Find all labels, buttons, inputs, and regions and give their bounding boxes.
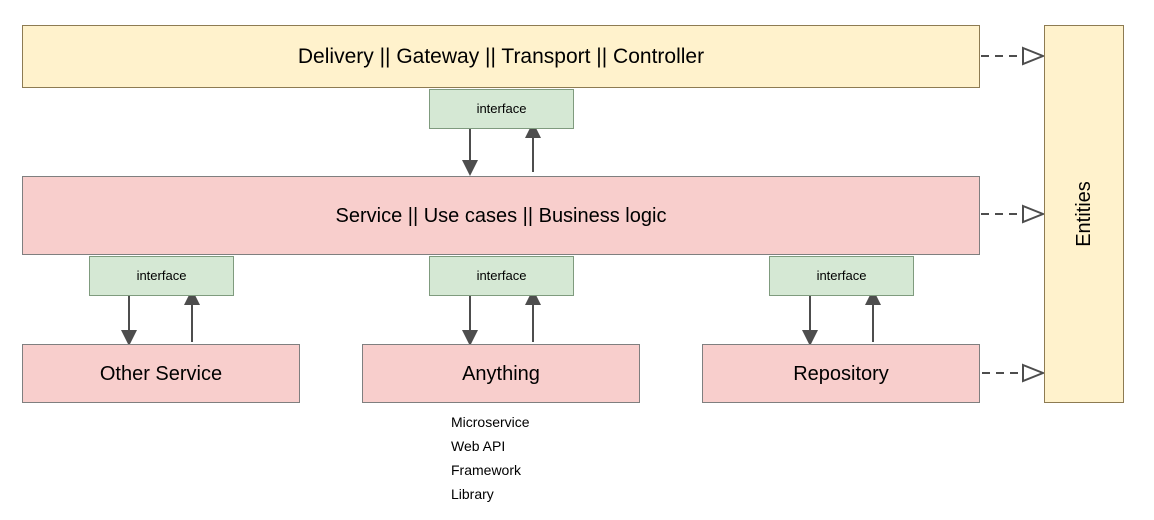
anything-notes-list: Microservice Web API Framework Library <box>451 410 530 506</box>
anything-note-item: Microservice <box>451 414 530 430</box>
anything-note-item: Library <box>451 486 494 502</box>
other-service-label: Other Service <box>99 362 223 385</box>
interface-box-right[interactable]: interface <box>769 256 914 296</box>
entities-box[interactable]: Entities <box>1044 25 1124 403</box>
repository-label: Repository <box>793 362 889 385</box>
delivery-layer-box[interactable]: Delivery || Gateway || Transport || Cont… <box>22 25 980 88</box>
anything-box[interactable]: Anything <box>362 344 640 403</box>
interface-box-left[interactable]: interface <box>89 256 234 296</box>
delivery-layer-label: Delivery || Gateway || Transport || Cont… <box>297 44 705 68</box>
interface-box-top[interactable]: interface <box>429 89 574 129</box>
anything-note-item: Web API <box>451 438 506 454</box>
interface-center-label: interface <box>476 268 527 284</box>
service-layer-label: Service || Use cases || Business logic <box>335 204 667 227</box>
entities-label: Entities <box>1073 181 1095 247</box>
interface-top-label: interface <box>476 101 527 117</box>
repository-box[interactable]: Repository <box>702 344 980 403</box>
interface-right-label: interface <box>816 268 867 284</box>
anything-label: Anything <box>462 362 540 385</box>
anything-note-item: Framework <box>451 462 522 478</box>
service-layer-box[interactable]: Service || Use cases || Business logic <box>22 176 980 255</box>
interface-box-center[interactable]: interface <box>429 256 574 296</box>
other-service-box[interactable]: Other Service <box>22 344 300 403</box>
interface-left-label: interface <box>136 268 187 284</box>
